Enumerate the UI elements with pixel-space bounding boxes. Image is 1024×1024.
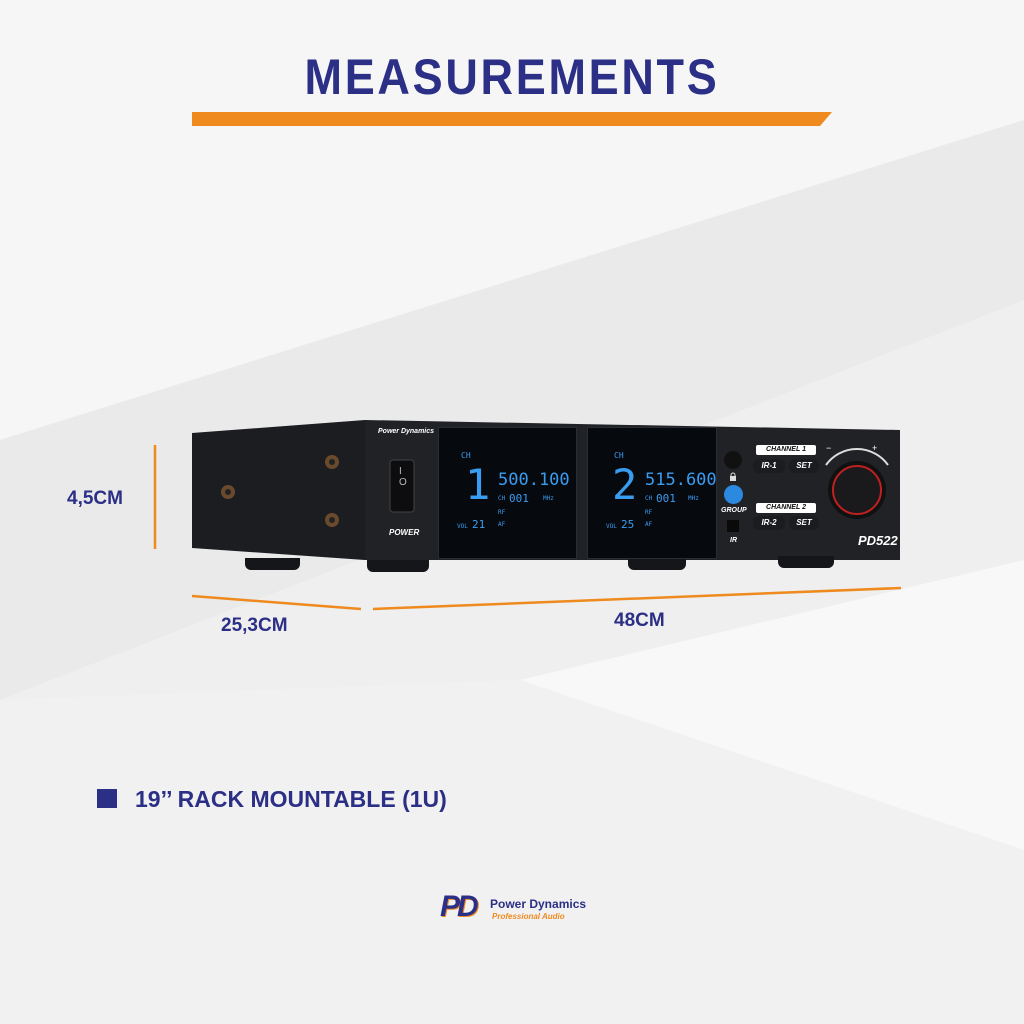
lcd-ch-label: CH [461, 451, 471, 460]
channel-2-display: CH 2 515.600 CH 001 MHz RF AF VOL 25 [587, 427, 717, 559]
logo-subtitle: Professional Audio [492, 912, 565, 921]
lcd-unit: MHz [688, 495, 699, 502]
lcd-vol-value: 25 [621, 518, 635, 531]
volume-minus-label: − [826, 443, 832, 453]
lcd-af: AF [645, 521, 653, 528]
set-1-button[interactable]: SET [789, 459, 819, 473]
device-foot [628, 558, 686, 570]
bullet-square-icon [97, 789, 117, 808]
lcd-vol-value: 21 [472, 518, 486, 531]
device-brand: Power Dynamics [378, 428, 435, 435]
ir-2-button[interactable]: IR-2 [753, 516, 785, 530]
device-foot [778, 556, 834, 568]
brand-logo: PD Power Dynamics Professional Audio [440, 890, 600, 930]
group-button[interactable] [724, 485, 743, 504]
set-2-button[interactable]: SET [789, 516, 819, 530]
lock-icon [730, 472, 736, 481]
power-label: POWER [389, 528, 420, 537]
title-underline [192, 112, 832, 126]
lcd-ch-small: CH [645, 495, 653, 502]
channel-1-display: CH 1 500.100 CH 001 MHz RF AF VOL 21 [438, 427, 577, 559]
lcd-frequency: 515.600 [645, 470, 717, 490]
lcd-frequency: 500.100 [498, 470, 570, 490]
channel-1-label: CHANNEL 1 [756, 445, 816, 455]
volume-plus-label: + [872, 443, 878, 453]
channel-2-label: CHANNEL 2 [756, 503, 816, 513]
lcd-rf: RF [645, 509, 653, 516]
logo-name: Power Dynamics [490, 897, 587, 911]
device-foot [367, 560, 429, 572]
lcd-ch-small: CH [498, 495, 506, 502]
width-dimension: 48CM [614, 610, 665, 631]
model-label: PD522 [858, 533, 898, 548]
lcd-channel-code: 001 [509, 492, 529, 505]
group-label: GROUP [721, 507, 747, 514]
height-dimension: 4,5CM [67, 488, 123, 509]
lcd-vol-label: VOL [457, 523, 468, 530]
ir-sensor [727, 520, 739, 532]
lcd-af: AF [498, 521, 506, 528]
page-title: MEASUREMENTS [304, 49, 720, 105]
device-foot [245, 558, 300, 570]
ir-label: IR [730, 537, 737, 544]
feature-text: 19’’ RACK MOUNTABLE (1U) [135, 786, 447, 812]
lcd-unit: MHz [543, 495, 554, 502]
depth-dimension: 25,3CM [221, 615, 288, 636]
lcd-rf: RF [498, 509, 506, 516]
lcd-channel-number: 2 [612, 460, 638, 509]
lcd-channel-number: 1 [465, 460, 491, 509]
lcd-vol-label: VOL [606, 523, 617, 530]
lcd-ch-label: CH [614, 451, 624, 460]
lock-button[interactable] [724, 451, 742, 469]
lcd-channel-code: 001 [656, 492, 676, 505]
logo-mark: PD [440, 890, 479, 923]
ir-1-button[interactable]: IR-1 [753, 459, 785, 473]
